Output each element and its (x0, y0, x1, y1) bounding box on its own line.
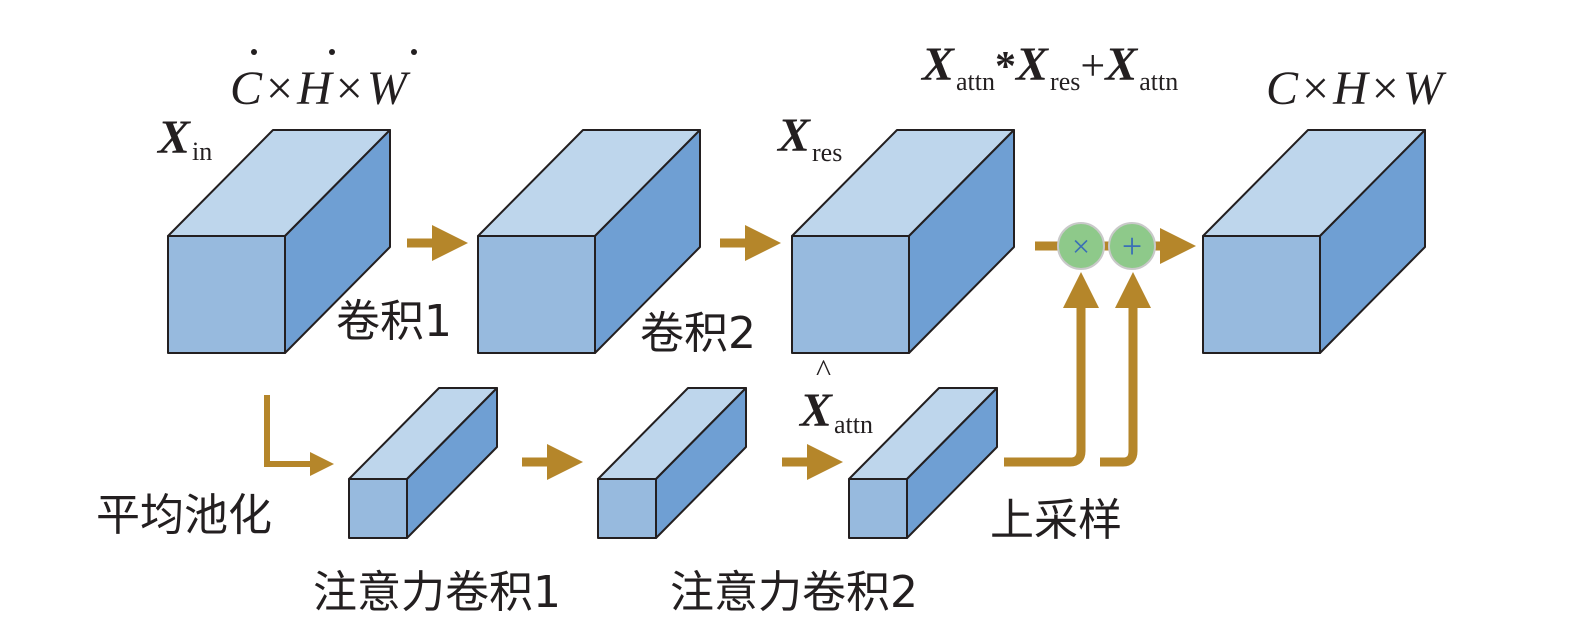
dot-accent (251, 49, 257, 55)
conv2-label: 卷积2 (640, 308, 756, 359)
add-icon: + (1108, 222, 1156, 270)
x-attn-hat-label: ^ Xattn (798, 352, 873, 439)
output-dims-label: C×H×W (1266, 62, 1447, 115)
attn-conv1-label: 注意力卷积1 (313, 567, 561, 618)
hat-accent: ^ (816, 352, 831, 388)
conv1-label: 卷积1 (336, 296, 452, 347)
residual-feature-box (791, 129, 1015, 354)
dot-accent (411, 49, 417, 55)
dot-accent (329, 49, 335, 55)
upsample-to-add-arrow (1100, 272, 1151, 467)
x-in-label: Xin (156, 111, 212, 166)
avg-pool-label: 平均池化 (96, 490, 272, 541)
attention-map-box (848, 387, 998, 539)
attn-conv2-label: 注意力卷积2 (670, 567, 918, 618)
add-symbol: + (1122, 226, 1142, 266)
multiply-symbol: × (1072, 228, 1090, 264)
svg-text:C×H×W: C×H×W (230, 62, 411, 115)
avg-pool-arrow (264, 395, 334, 476)
input-feature-box (167, 129, 391, 354)
pooled-feature-box (348, 387, 498, 539)
conv1-output-box (477, 129, 701, 354)
svg-text:Xattn: Xattn (798, 384, 873, 439)
upsample-label: 上采样 (990, 495, 1122, 546)
x-res-label: Xres (776, 109, 842, 167)
output-feature-box (1202, 129, 1426, 354)
attn-conv1-output-box (597, 387, 747, 539)
fusion-formula-label: Xattn*Xres+Xattn (920, 38, 1178, 96)
upsample-to-multiply-arrow (1004, 272, 1099, 467)
input-dims-label: C×H×W (230, 49, 417, 115)
multiply-icon: × (1057, 222, 1105, 270)
